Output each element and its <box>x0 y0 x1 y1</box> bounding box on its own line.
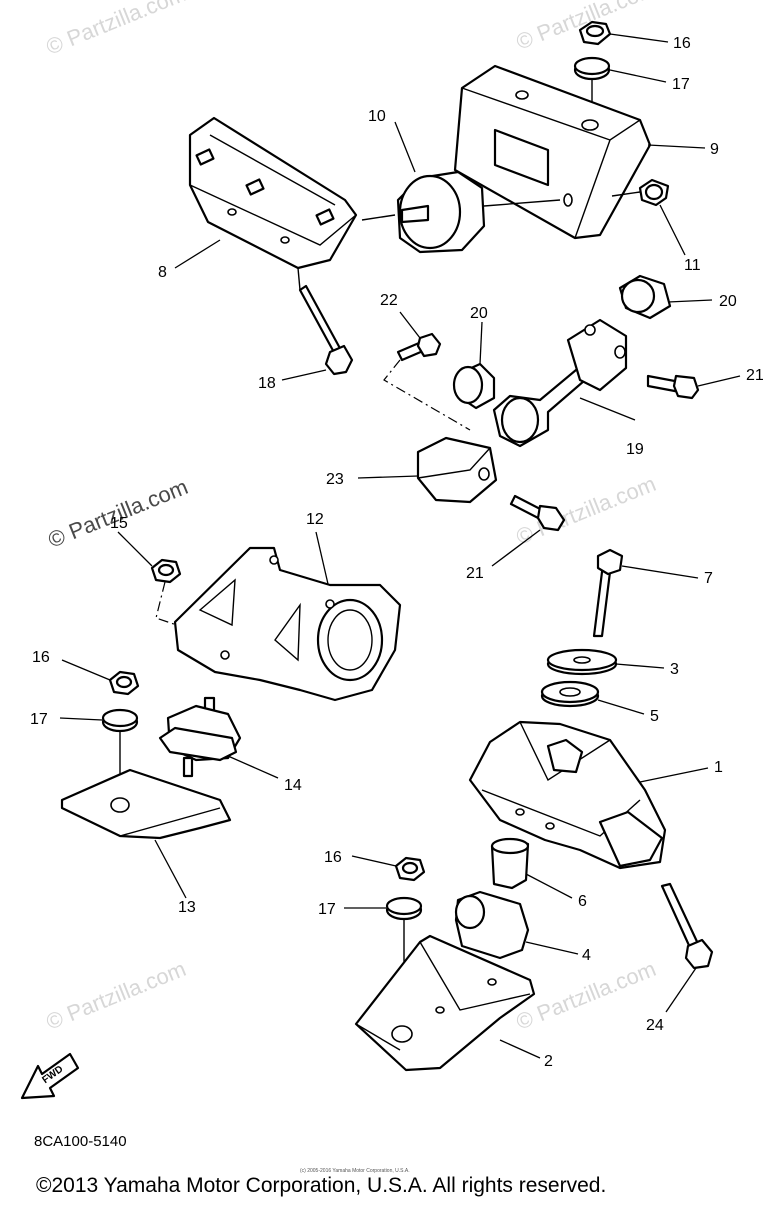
part-20-bushing-right <box>618 274 713 320</box>
part-17-washer-top <box>573 56 667 118</box>
part-14-mount <box>158 696 279 779</box>
part-1-bracket <box>468 720 709 870</box>
part-9-bracket <box>453 64 706 240</box>
callout-22: 22 <box>380 292 398 309</box>
part-3-washer <box>546 648 665 676</box>
callout-10: 10 <box>368 108 386 125</box>
part-10-mount <box>361 121 561 254</box>
callout-6: 6 <box>578 893 587 910</box>
callout-20: 20 <box>470 305 488 322</box>
watermark-center: © Partzilla.com <box>45 474 192 553</box>
part-5-washer <box>540 680 645 715</box>
fwd-arrow-icon: FWD <box>20 1052 80 1100</box>
callout-17: 17 <box>672 76 690 93</box>
callout-18: 18 <box>258 375 276 392</box>
callout-16: 16 <box>324 849 342 866</box>
callouts: 16 17 9 10 11 8 20 22 20 21 18 19 23 12 … <box>30 35 764 1070</box>
callout-23: 23 <box>326 471 344 488</box>
part-22-bolt <box>383 311 471 431</box>
callout-2: 2 <box>544 1053 553 1070</box>
callout-8: 8 <box>158 264 167 281</box>
part-2-bracket <box>354 934 541 1072</box>
callout-11: 11 <box>684 257 701 274</box>
part-4-block <box>454 890 579 960</box>
part-21-bolt-right <box>646 374 741 400</box>
callout-15: 15 <box>110 515 128 532</box>
callout-3: 3 <box>670 661 679 678</box>
copyright-notice: ©2013 Yamaha Motor Corporation, U.S.A. A… <box>36 1174 606 1197</box>
callout-4: 4 <box>582 947 591 964</box>
part-8-bracket <box>174 116 358 270</box>
watermark: © Partzilla.com <box>513 956 660 1035</box>
part-16-nut-top <box>578 20 669 46</box>
part-6-bushing <box>490 837 573 899</box>
part-24-bolt <box>660 882 714 1013</box>
callout-19: 19 <box>626 441 644 458</box>
part-21-bolt-lower <box>491 494 566 567</box>
part-23-bracket <box>357 436 498 504</box>
callout-12: 12 <box>306 511 324 528</box>
callout-7: 7 <box>704 570 713 587</box>
callout-20: 20 <box>719 293 737 310</box>
part-11-bushing <box>611 178 686 256</box>
drawing-code: 8CA100-5140 <box>34 1133 127 1150</box>
callout-1: 1 <box>714 759 723 776</box>
callout-17: 17 <box>30 711 48 728</box>
watermark: © Partzilla.com <box>43 0 190 60</box>
callout-24: 24 <box>646 1017 664 1034</box>
part-7-bolt <box>592 548 699 638</box>
part-19-link <box>492 318 636 448</box>
part-15-nut <box>117 531 237 646</box>
callout-5: 5 <box>650 708 659 725</box>
fine-print: (c) 2005-2016 Yamaha Motor Corporation, … <box>300 1168 410 1174</box>
callout-9: 9 <box>710 141 719 158</box>
callout-16: 16 <box>673 35 691 52</box>
part-12-bracket <box>173 531 402 702</box>
callout-14: 14 <box>284 777 302 794</box>
part-18-bolt <box>281 267 354 381</box>
callout-21: 21 <box>466 565 484 582</box>
callout-17: 17 <box>318 901 336 918</box>
callout-13: 13 <box>178 899 196 916</box>
part-13-plate <box>60 768 232 899</box>
callout-16: 16 <box>32 649 50 666</box>
part-17-washer-left <box>59 708 139 800</box>
watermark: © Partzilla.com <box>43 956 190 1035</box>
part-20-bushing-left <box>452 321 496 410</box>
part-16-nut-bottom <box>351 855 426 882</box>
callout-21: 21 <box>746 367 764 384</box>
part-16-nut-left <box>61 659 140 696</box>
